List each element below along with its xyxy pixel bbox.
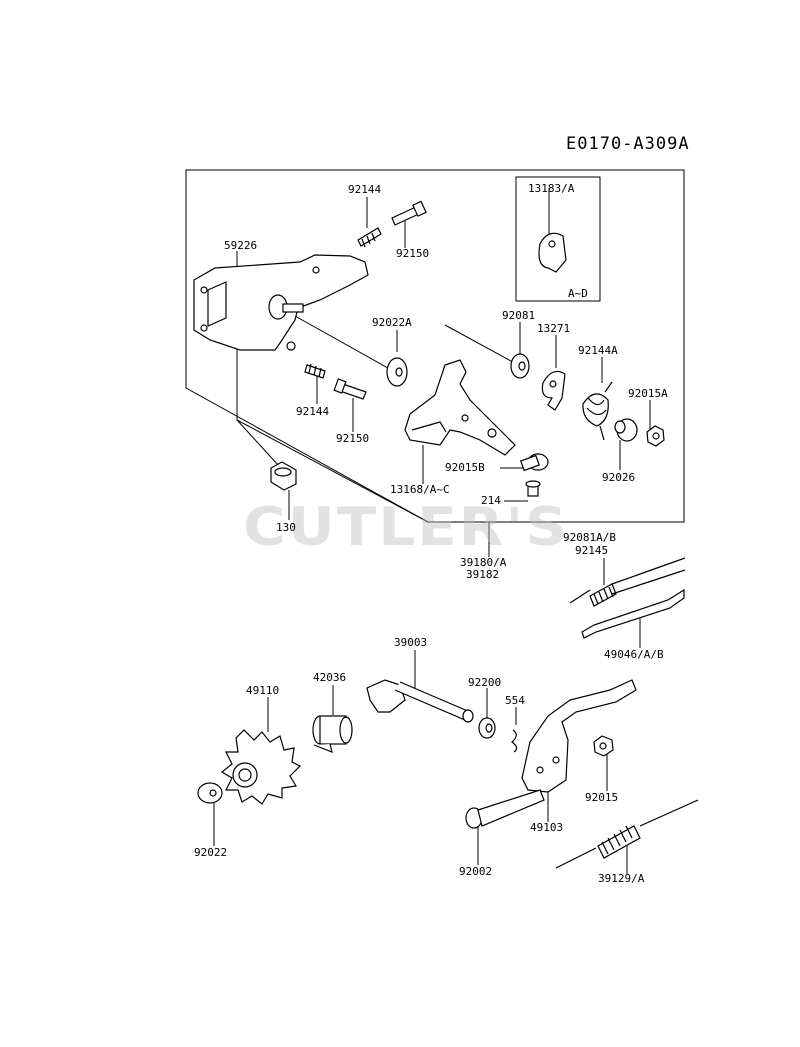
bolt-130	[270, 461, 297, 491]
washer-92022	[197, 782, 223, 804]
spring-39129	[555, 799, 699, 869]
arm-49103	[521, 679, 637, 793]
label-92150-low: 92150	[336, 432, 370, 445]
spring-92144A	[582, 381, 613, 441]
label-39182: 39182	[466, 568, 500, 581]
label-214: 214	[481, 494, 501, 507]
label-92022A: 92022A	[372, 316, 412, 329]
label-13168: 13168/A~C	[390, 483, 450, 496]
lever-13168	[404, 359, 516, 456]
nut-92015A	[646, 425, 665, 447]
washer-92200	[478, 717, 496, 739]
nut-92015	[593, 735, 614, 757]
bracket-59226	[193, 254, 369, 351]
screw-92150-top	[391, 200, 427, 226]
label-92081: 92081	[502, 309, 536, 322]
lever-13271	[541, 370, 566, 411]
label-39003: 39003	[394, 636, 428, 649]
part-42036	[312, 715, 353, 753]
shaft-39003	[366, 679, 474, 723]
gear-49110	[220, 729, 302, 805]
label-554: 554	[505, 694, 525, 707]
label-130: 130	[276, 521, 296, 534]
inset-box-13183	[515, 176, 601, 302]
screw-92150-low	[333, 378, 367, 400]
label-92015A: 92015A	[628, 387, 668, 400]
collar-92015B	[520, 453, 549, 472]
spring-92144-low	[304, 363, 326, 379]
screw-214	[525, 480, 541, 497]
label-92200: 92200	[468, 676, 502, 689]
label-92144-top: 92144	[348, 183, 382, 196]
label-59226: 59226	[224, 239, 258, 252]
label-49046: 49046/A/B	[604, 648, 664, 661]
label-92144-low: 92144	[296, 405, 330, 418]
bushing-92026	[614, 418, 638, 442]
label-13183: 13183/A	[528, 182, 575, 195]
label-92144A: 92144A	[578, 344, 618, 357]
diagram-code: E0170-A309A	[566, 134, 690, 154]
label-92150-top: 92150	[396, 247, 430, 260]
label-13183-variant: A~D	[568, 287, 588, 300]
label-92026: 92026	[602, 471, 636, 484]
washer-92022A	[386, 357, 408, 387]
spring-92145	[569, 557, 686, 607]
label-39180: 39180/A	[460, 556, 507, 569]
label-92015B: 92015B	[445, 461, 485, 474]
bolt-92002	[465, 789, 545, 829]
assembly-frame	[185, 169, 685, 523]
label-92145: 92145	[575, 544, 609, 557]
spring-92144-top	[357, 227, 382, 248]
washer-92081	[510, 353, 530, 379]
rod-49046	[581, 588, 685, 639]
label-49103: 49103	[530, 821, 564, 834]
label-92002: 92002	[459, 865, 493, 878]
watermark: CUTLER'S	[243, 496, 569, 558]
label-42036: 42036	[313, 671, 347, 684]
label-13271: 13271	[537, 322, 571, 335]
clip-554	[511, 729, 518, 753]
lever-13183	[538, 232, 567, 273]
label-39129: 39129/A	[598, 872, 645, 885]
label-92015: 92015	[585, 791, 619, 804]
label-92022: 92022	[194, 846, 228, 859]
label-49110: 49110	[246, 684, 280, 697]
label-92081AB: 92081A/B	[563, 531, 616, 544]
